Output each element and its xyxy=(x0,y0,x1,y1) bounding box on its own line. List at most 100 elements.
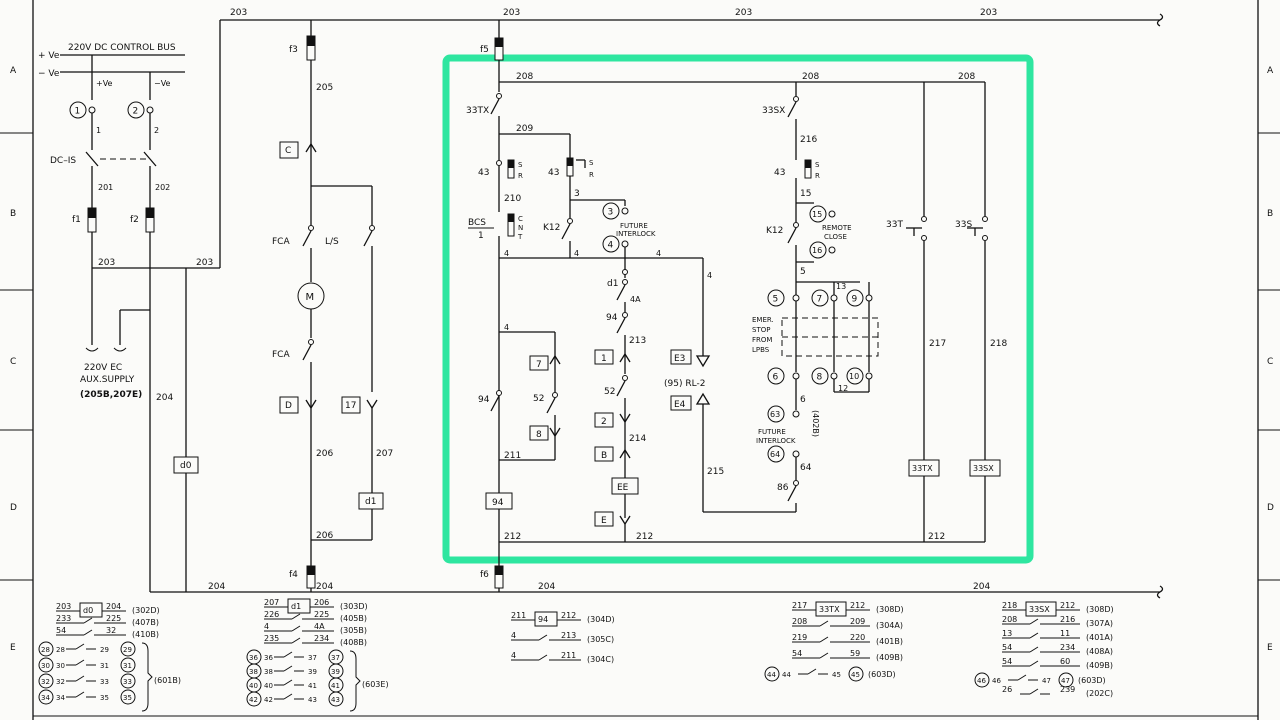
emer-stop-2: STOP xyxy=(752,326,770,334)
dc-supply-section: 220V DC CONTROL BUS + Ve − Ve +Ve −Ve 1 … xyxy=(38,43,220,592)
plug-e: E xyxy=(601,516,607,526)
tterm-b-g1-0: 29 xyxy=(100,646,109,654)
motor-m: M xyxy=(306,292,315,303)
ref-402b: (402B) xyxy=(811,410,820,437)
tterm-a-g1-3: 34 xyxy=(56,694,65,702)
term-a-g4: 44 xyxy=(782,671,791,679)
contact-a-g5-2: 54 xyxy=(1002,643,1012,652)
wire-212-a: 212 xyxy=(504,532,521,542)
tterm-r-g1-3-circle xyxy=(120,689,136,705)
contact-g3-1-blade xyxy=(538,654,548,661)
contact-g1-0-blade xyxy=(83,617,93,624)
contact-b-g2-2: 234 xyxy=(314,634,329,643)
tterm-ref-g1: (601B) xyxy=(154,676,181,685)
wire-4-b: 4 xyxy=(574,249,579,258)
wire-12: 12 xyxy=(838,384,848,393)
contact-ref-g3-0: (305C) xyxy=(587,635,614,644)
row-label-e: E xyxy=(10,643,16,653)
contact-a-g2-2: 235 xyxy=(264,634,279,643)
contact-a-g2-1: 4 xyxy=(264,622,269,631)
plug-b: B xyxy=(601,451,607,461)
tterm-l-g2-0: 36 xyxy=(249,654,258,662)
tterm-b-g2-1: 39 xyxy=(308,668,317,676)
row-label-c-right: C xyxy=(1267,357,1273,367)
tterm-a-g2-1: 38 xyxy=(264,668,273,676)
relay-d0-coil: d0 xyxy=(180,461,192,471)
tterm-b-g2-0: 37 xyxy=(308,654,317,662)
tterm-a-g1-0: 28 xyxy=(56,646,65,654)
row-label-e-right: E xyxy=(1267,643,1273,653)
wire-213: 213 xyxy=(629,336,646,346)
coil-out-g1: 204 xyxy=(106,602,121,611)
coil-94: 94 xyxy=(492,498,504,508)
wire-215: 215 xyxy=(707,467,724,477)
contact-ref-g2-2: (408B) xyxy=(340,638,367,647)
tterm-a-g1-2: 32 xyxy=(56,678,65,686)
contact-52: 52 xyxy=(533,394,544,404)
terminal-64: 64 xyxy=(770,450,780,459)
contact-ref-g4-0: (304A) xyxy=(876,621,903,630)
term-l-g4-circle xyxy=(764,666,780,682)
wire-218: 218 xyxy=(990,339,1007,349)
terminal-4: 4 xyxy=(608,241,614,251)
tterm-ref-g2: (603E) xyxy=(362,680,389,689)
pushbutton-33s: 33S xyxy=(955,220,972,230)
contact-b-g5-2: 234 xyxy=(1060,643,1075,652)
contact-g5-2-blade xyxy=(1029,646,1039,653)
coil-out-g5: 212 xyxy=(1060,601,1075,610)
plug-2: 2 xyxy=(601,417,607,427)
contact-ref-g4-2: (409B) xyxy=(876,653,903,662)
term-l-g5: 46 xyxy=(977,677,986,685)
dc-isolator-label: DC–IS xyxy=(50,156,76,166)
contact-a-g4-1: 219 xyxy=(792,633,807,642)
wire-206: 206 xyxy=(316,449,333,459)
plug-8: 8 xyxy=(536,430,542,440)
terminal-1: 1 xyxy=(75,107,81,117)
tterm-r-g1-2-circle xyxy=(120,673,136,689)
last-ref-g5: (202C) xyxy=(1086,689,1113,698)
coil-ref-g3: (304D) xyxy=(587,615,615,624)
contact-b-g2-1: 4A xyxy=(314,622,325,631)
terminal-9: 9 xyxy=(852,295,858,305)
tterm-r-g1-1: 31 xyxy=(123,662,132,670)
contact-b-g3-0: 213 xyxy=(561,631,576,640)
wire-203-left: 203 xyxy=(98,258,115,268)
contact-k12-right: K12 xyxy=(766,226,783,236)
wire-208-b: 208 xyxy=(802,72,819,82)
pushbutton-33t: 33T xyxy=(886,220,903,230)
contact-a-g1-0: 233 xyxy=(56,614,71,623)
tterm-r-g2-1: 39 xyxy=(331,668,340,676)
tterm-contact-g1-2-blade xyxy=(75,675,85,682)
tterm-contact-g1-3-blade xyxy=(75,691,85,698)
term-contact-g5-blade xyxy=(1017,674,1027,681)
wire-4-e: 4 xyxy=(504,323,509,332)
fuse-f5-label: f5 xyxy=(480,45,489,55)
aux-supply-line-2: AUX.SUPPLY xyxy=(80,375,135,385)
tterm-a-g2-3: 42 xyxy=(264,696,273,704)
bcs-label: BCS xyxy=(468,218,486,228)
contact-a-g3-1: 4 xyxy=(511,651,516,660)
bus-title: 220V DC CONTROL BUS xyxy=(68,43,176,53)
tterm-a-g2-2: 40 xyxy=(264,682,273,690)
plug-c: C xyxy=(285,146,291,156)
plug-1: 1 xyxy=(601,354,607,364)
contact-g5-0-blade xyxy=(1029,618,1039,625)
wire-204-left: 204 xyxy=(156,393,173,403)
term-r-g5: 47 xyxy=(1061,677,1070,685)
coil-ee: EE xyxy=(617,483,629,493)
tterm-a-g2-0: 36 xyxy=(264,654,273,662)
wire-4-d: 4 xyxy=(707,271,712,280)
wire-3: 3 xyxy=(574,189,580,199)
bcs-n: N xyxy=(518,224,523,232)
fca-contact-bottom: FCA xyxy=(272,350,290,360)
coil-in-g2: 207 xyxy=(264,598,279,607)
tterm-r-g2-0: 37 xyxy=(331,654,340,662)
coil-name-g3: 94 xyxy=(538,615,548,624)
terminal-7: 7 xyxy=(817,295,823,305)
coil-name-g1: d0 xyxy=(83,606,93,615)
contact-g4-0-blade xyxy=(819,620,829,627)
fuse-f6-label: f6 xyxy=(480,570,489,580)
